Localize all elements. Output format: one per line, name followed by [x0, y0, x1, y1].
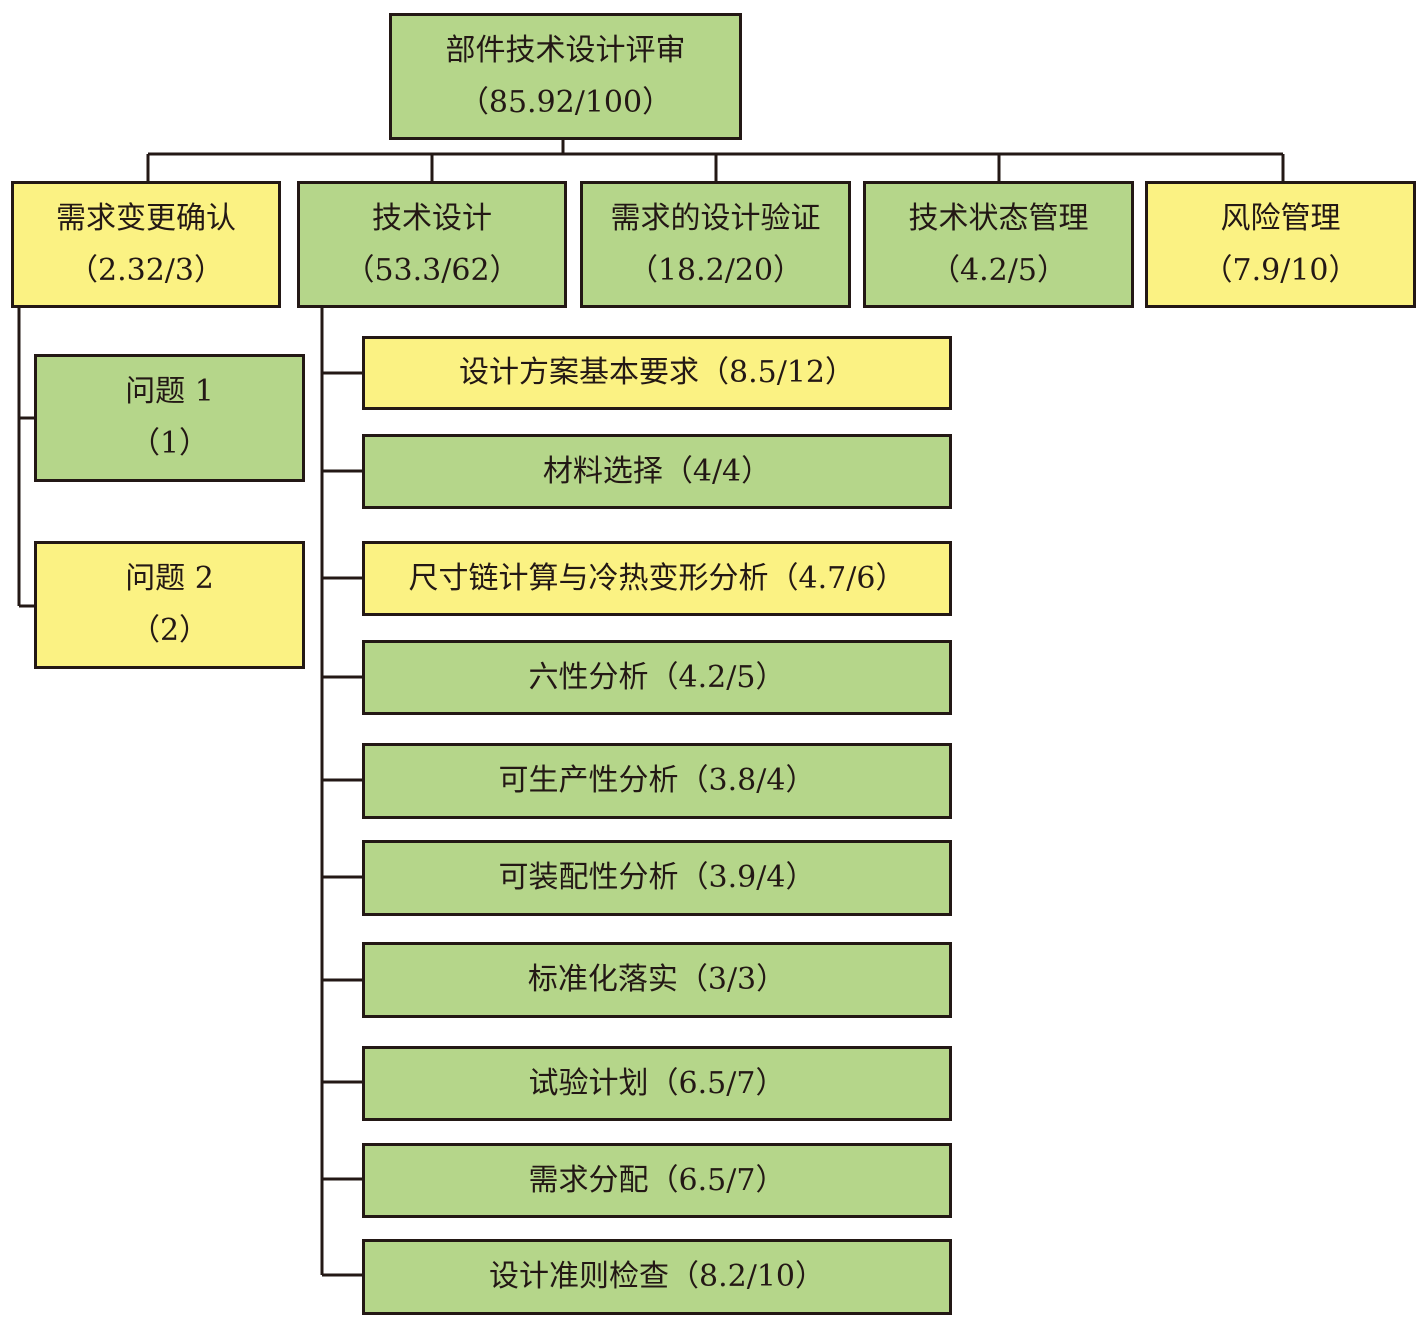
category-title: 需求变更确认: [56, 200, 236, 236]
design-item: 需求分配（6.5/7）: [362, 1143, 952, 1218]
design-item: 试验计划（6.5/7）: [362, 1046, 952, 1121]
category-node: 需求的设计验证 （18.2/20）: [580, 181, 851, 308]
design-item-label: 尺寸链计算与冷热变形分析（4.7/6）: [408, 560, 906, 596]
design-item: 标准化落实（3/3）: [362, 942, 952, 1018]
category-score: （7.9/10）: [1202, 252, 1359, 288]
design-item: 尺寸链计算与冷热变形分析（4.7/6）: [362, 541, 952, 616]
design-item-label: 六性分析（4.2/5）: [528, 659, 786, 695]
design-item: 可生产性分析（3.8/4）: [362, 743, 952, 819]
category-title: 需求的设计验证: [610, 200, 821, 236]
category-title: 技术状态管理: [908, 200, 1089, 236]
design-item-label: 材料选择（4/4）: [542, 453, 772, 489]
issue-node: 问题 2 （2）: [34, 541, 305, 669]
design-item: 设计方案基本要求（8.5/12）: [362, 336, 952, 410]
design-item-label: 试验计划（6.5/7）: [528, 1065, 786, 1101]
category-score: （53.3/62）: [344, 252, 520, 288]
root-title: 部件技术设计评审: [445, 32, 686, 68]
design-item-label: 可生产性分析（3.8/4）: [498, 763, 816, 798]
category-node: 需求变更确认 （2.32/3）: [11, 181, 281, 308]
issue-score: （2）: [129, 613, 210, 648]
category-title: 风险管理: [1220, 200, 1341, 236]
category-node: 技术设计 （53.3/62）: [297, 181, 567, 308]
design-item-label: 需求分配（6.5/7）: [528, 1162, 786, 1198]
design-item: 六性分析（4.2/5）: [362, 640, 952, 715]
category-node: 技术状态管理 （4.2/5）: [863, 181, 1134, 308]
design-item-label: 标准化落实（3/3）: [527, 962, 787, 997]
issue-title: 问题 2: [125, 561, 214, 596]
category-score: （4.2/5）: [930, 252, 1067, 288]
design-item-label: 可装配性分析（3.9/4）: [498, 860, 816, 895]
design-item: 材料选择（4/4）: [362, 434, 952, 509]
design-item: 设计准则检查（8.2/10）: [362, 1239, 952, 1315]
category-score: （18.2/20）: [627, 252, 804, 288]
design-item: 可装配性分析（3.9/4）: [362, 840, 952, 916]
design-item-label: 设计准则检查（8.2/10）: [489, 1259, 825, 1294]
design-item-label: 设计方案基本要求（8.5/12）: [459, 355, 855, 390]
issue-score: （1）: [129, 426, 210, 461]
category-score: （2.32/3）: [68, 252, 224, 288]
issue-node: 问题 1 （1）: [34, 354, 305, 482]
category-title: 技术设计: [372, 200, 492, 236]
category-node: 风险管理 （7.9/10）: [1145, 181, 1416, 308]
root-score: （85.92/100）: [458, 84, 673, 120]
root-node: 部件技术设计评审 （85.92/100）: [389, 13, 742, 140]
issue-title: 问题 1: [125, 374, 214, 409]
